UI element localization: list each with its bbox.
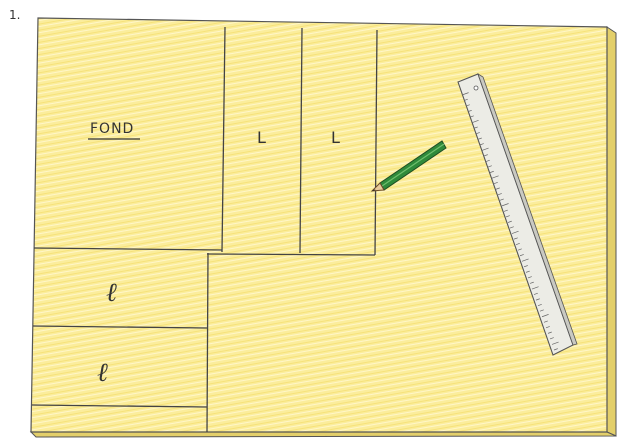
label-width-1: ℓ [106,278,117,308]
label-length-1: L [257,128,266,147]
label-width-2: ℓ [97,358,108,388]
board-bottom [31,432,616,437]
label-fond: FOND [90,121,134,137]
board-side [607,27,616,436]
label-length-2: L [331,128,340,147]
